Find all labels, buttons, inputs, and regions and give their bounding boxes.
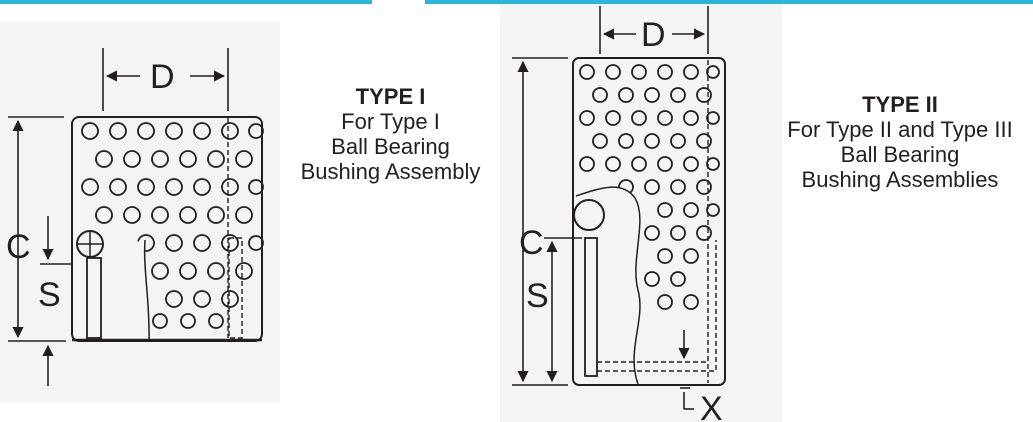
type1-retainer-slot-inner xyxy=(228,237,243,339)
type2-sleeve-outline xyxy=(572,57,726,386)
header-rule-left xyxy=(0,0,372,4)
type1-caption-line: Ball Bearing xyxy=(331,134,450,159)
type2-dim-c: C xyxy=(519,224,544,262)
type2-caption-line: For Type II and Type III xyxy=(787,117,1013,142)
type2-caption-line: Bushing Assemblies xyxy=(801,167,999,192)
type2-dimension-lines xyxy=(512,6,709,410)
type1-dimension-lines xyxy=(8,48,229,386)
type2-caption: TYPE II For Type II and Type III Ball Be… xyxy=(770,92,1030,192)
type2-cutaway xyxy=(576,187,640,384)
type1-dim-d: D xyxy=(150,58,175,96)
type1-caption-title: TYPE I xyxy=(355,84,426,109)
type2-dim-s: S xyxy=(526,277,549,315)
type2-hole-pattern xyxy=(579,64,720,310)
type1-cutaway xyxy=(104,236,149,342)
type1-retainer-slot xyxy=(86,257,102,339)
type2-dim-x: X xyxy=(700,390,723,422)
type2-caption-title: TYPE II xyxy=(862,92,938,117)
type2-retainer-slot xyxy=(584,237,598,377)
header-rule-right xyxy=(425,0,1033,4)
type2-dim-d: D xyxy=(641,16,666,54)
type2-ball xyxy=(573,199,605,231)
type1-dim-c: C xyxy=(6,228,31,266)
type2-caption-line: Ball Bearing xyxy=(840,142,960,167)
type1-hole-pattern xyxy=(81,122,264,329)
type1-caption-line: For Type I xyxy=(341,109,440,134)
type1-caption-line: Bushing Assembly xyxy=(300,159,481,184)
type1-bushing xyxy=(71,116,264,343)
type1-caption: TYPE I For Type I Ball Bearing Bushing A… xyxy=(278,84,503,184)
type1-dim-s: S xyxy=(38,276,61,314)
type2-bushing xyxy=(572,57,726,386)
